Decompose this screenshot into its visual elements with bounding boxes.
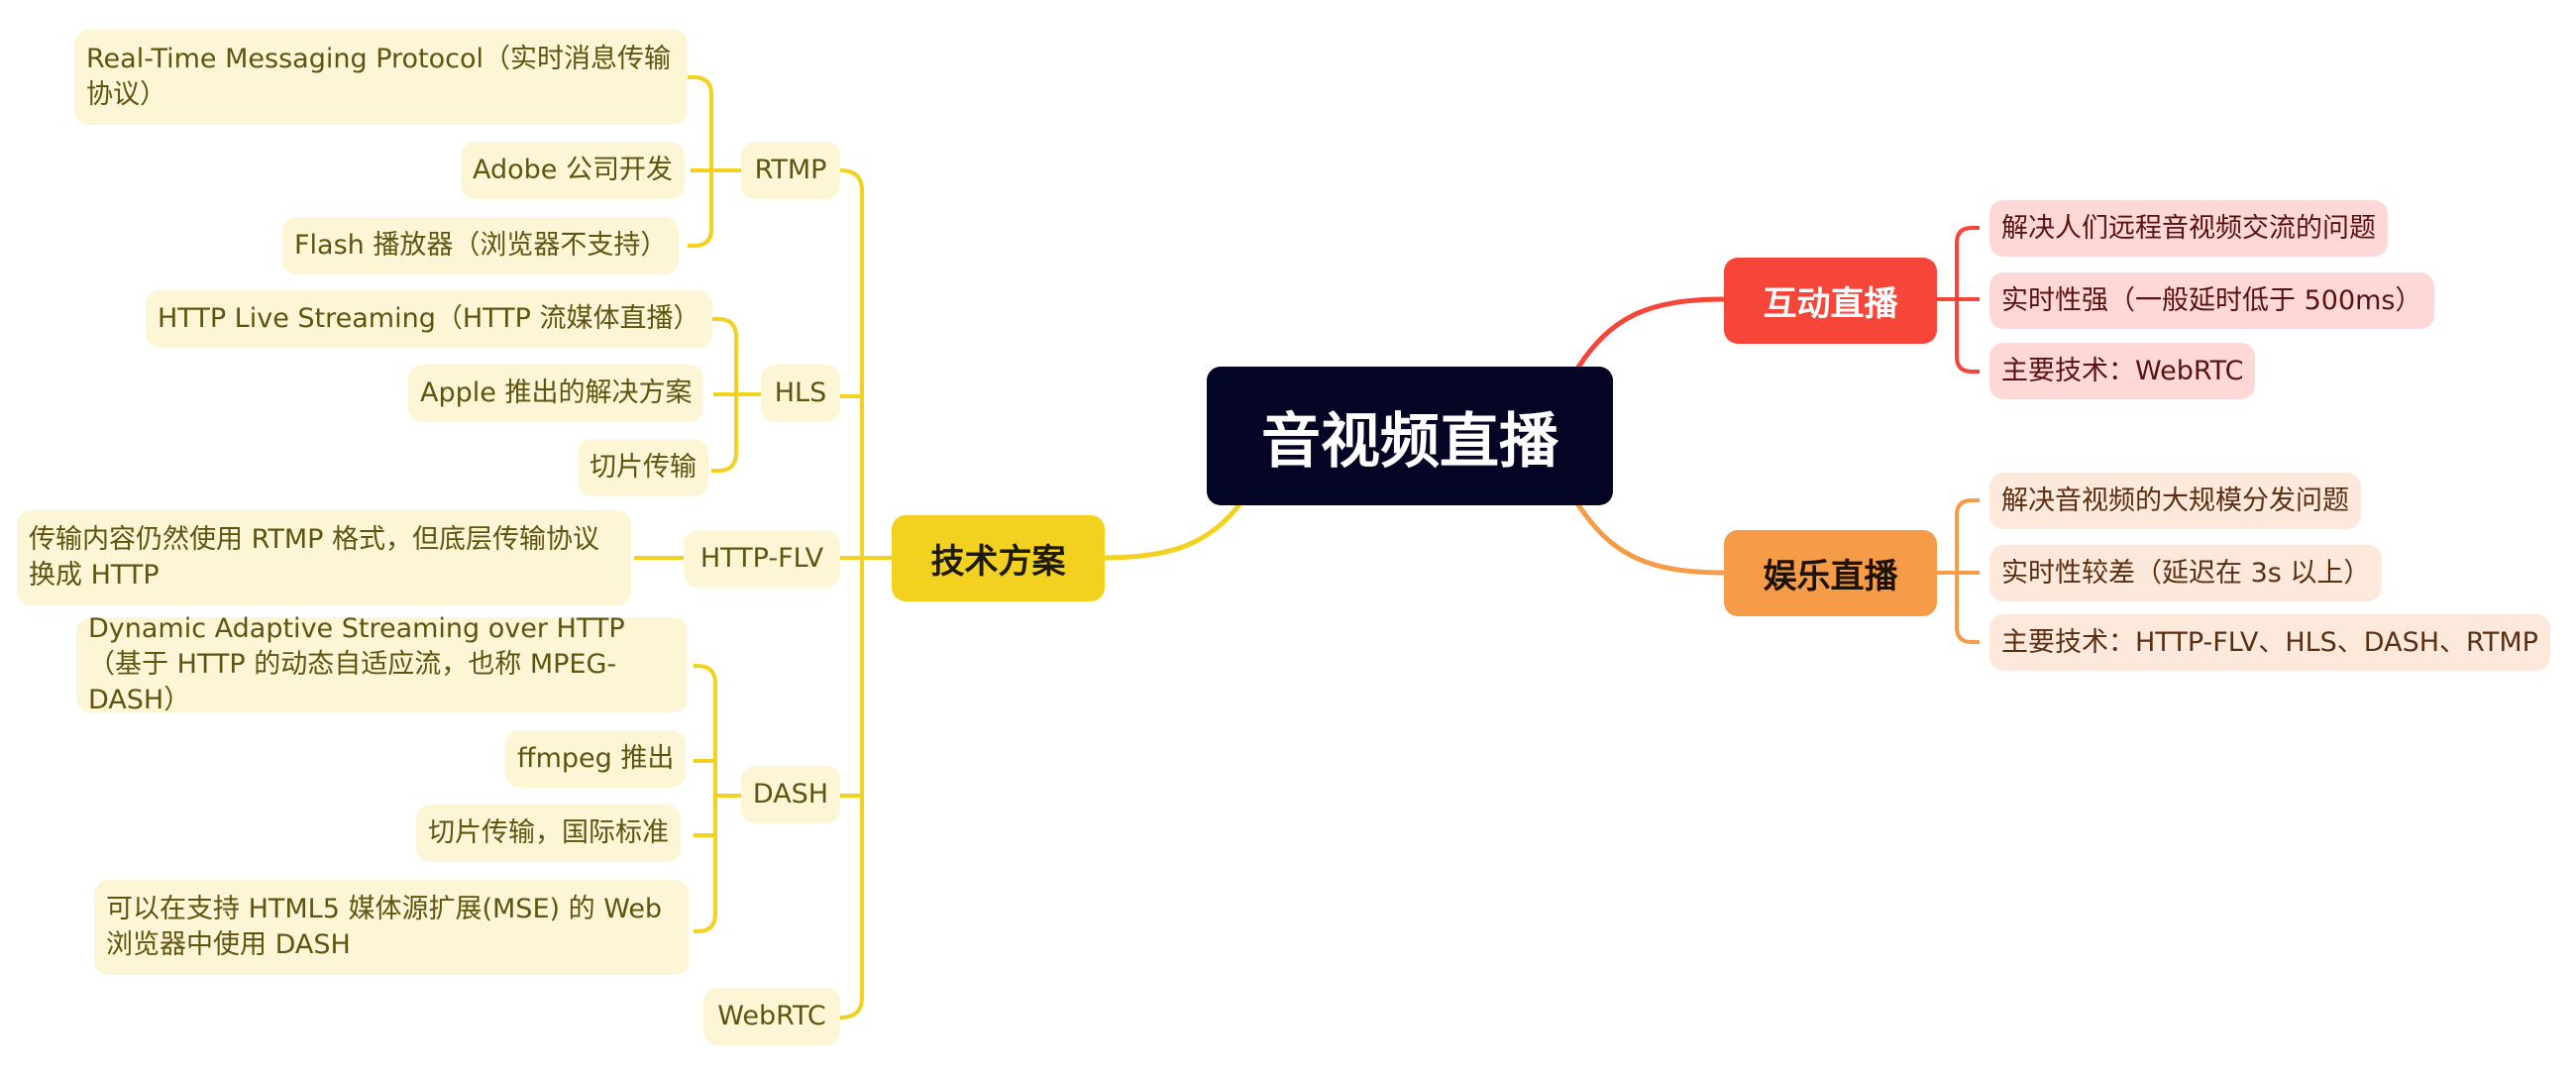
edge-tech-sub [839,168,892,1020]
hls-item-2[interactable]: Apple 推出的解决方案 [408,365,704,422]
rtmp-item-3[interactable]: Flash 播放器（浏览器不支持） [282,217,680,274]
dash-item-2-label: ffmpeg 推出 [517,743,675,774]
rtmp-item-2-label: Adobe 公司开发 [473,155,673,185]
edge-hls-items [711,317,761,473]
entertainment-item-1[interactable]: 解决音视频的大规模分发问题 [1989,473,2361,529]
tech-webrtc[interactable]: WebRTC [703,988,840,1045]
edge-root-entertainment [1574,501,1725,576]
dash-item-1-label: Dynamic Adaptive Streaming over HTTP（基于 … [88,613,625,715]
edge-root-tech [1102,501,1242,561]
rtmp-item-2[interactable]: Adobe 公司开发 [461,142,685,199]
tech-webrtc-label: WebRTC [717,1001,826,1031]
tech-flv[interactable]: HTTP-FLV [684,530,840,588]
hls-item-2-label: Apple 推出的解决方案 [420,377,693,408]
dash-item-3[interactable]: 切片传输，国际标准 [416,805,681,862]
rtmp-item-3-label: Flash 播放器（浏览器不支持） [294,230,668,261]
root-label: 音视频直播 [1261,406,1558,477]
tech-hls[interactable]: HLS [761,365,840,422]
flv-item-1-label: 传输内容仍然使用 RTMP 格式，但底层传输协议换成 HTTP [29,524,600,591]
tech-dash[interactable]: DASH [741,766,840,823]
dash-item-4-label: 可以在支持 HTML5 媒体源扩展(MSE) 的 Web 浏览器中使用 DASH [106,894,663,960]
edge-entertainment-items [1929,498,1980,644]
dash-item-4[interactable]: 可以在支持 HTML5 媒体源扩展(MSE) 的 Web 浏览器中使用 DASH [94,880,689,975]
edge-rtmp-items [688,75,741,248]
tech-hls-label: HLS [774,377,827,408]
hls-item-3-label: 切片传输 [590,452,697,483]
tech-flv-label: HTTP-FLV [699,543,824,574]
flv-item-1[interactable]: 传输内容仍然使用 RTMP 格式，但底层传输协议换成 HTTP [17,510,631,605]
branch-tech-label: 技术方案 [930,542,1066,582]
entertainment-item-3-label: 主要技术：HTTP-FLV、HLS、DASH、RTMP [2001,626,2538,658]
interactive-item-3[interactable]: 主要技术：WebRTC [1989,343,2256,399]
interactive-item-1-label: 解决人们远程音视频交流的问题 [2001,212,2376,244]
rtmp-item-1-label: Real-Time Messaging Protocol（实时消息传输协议） [86,44,671,110]
hls-item-1-label: HTTP Live Streaming（HTTP 流媒体直播） [158,303,700,334]
tech-rtmp[interactable]: RTMP [741,142,840,199]
root-node[interactable]: 音视频直播 [1207,367,1613,505]
dash-item-1[interactable]: Dynamic Adaptive Streaming over HTTP（基于 … [76,613,688,715]
rtmp-item-1[interactable]: Real-Time Messaging Protocol（实时消息传输协议） [74,30,688,125]
interactive-item-1[interactable]: 解决人们远程音视频交流的问题 [1989,200,2388,257]
edge-dash-items [694,664,741,933]
interactive-item-3-label: 主要技术：WebRTC [2001,355,2244,386]
branch-entertainment-label: 娱乐直播 [1763,557,1898,596]
branch-interactive[interactable]: 互动直播 [1724,258,1937,344]
branch-tech[interactable]: 技术方案 [892,515,1105,601]
hls-item-3[interactable]: 切片传输 [578,439,708,496]
branch-entertainment[interactable]: 娱乐直播 [1724,530,1937,616]
interactive-item-2-label: 实时性强（一般延时低于 500ms） [2001,284,2422,316]
tech-dash-label: DASH [752,779,829,809]
dash-item-3-label: 切片传输，国际标准 [428,817,669,848]
entertainment-item-2[interactable]: 实时性较差（延迟在 3s 以上） [1989,545,2383,601]
interactive-item-2[interactable]: 实时性强（一般延时低于 500ms） [1989,272,2434,329]
branch-interactive-label: 互动直播 [1763,284,1898,324]
hls-item-1[interactable]: HTTP Live Streaming（HTTP 流媒体直播） [146,290,712,348]
entertainment-item-1-label: 解决音视频的大规模分发问题 [2001,485,2349,516]
entertainment-item-3[interactable]: 主要技术：HTTP-FLV、HLS、DASH、RTMP [1989,614,2550,671]
entertainment-item-2-label: 实时性较差（延迟在 3s 以上） [2001,557,2371,589]
dash-item-2[interactable]: ffmpeg 推出 [505,730,687,788]
edge-root-interactive [1574,296,1725,371]
tech-rtmp-label: RTMP [754,155,827,185]
